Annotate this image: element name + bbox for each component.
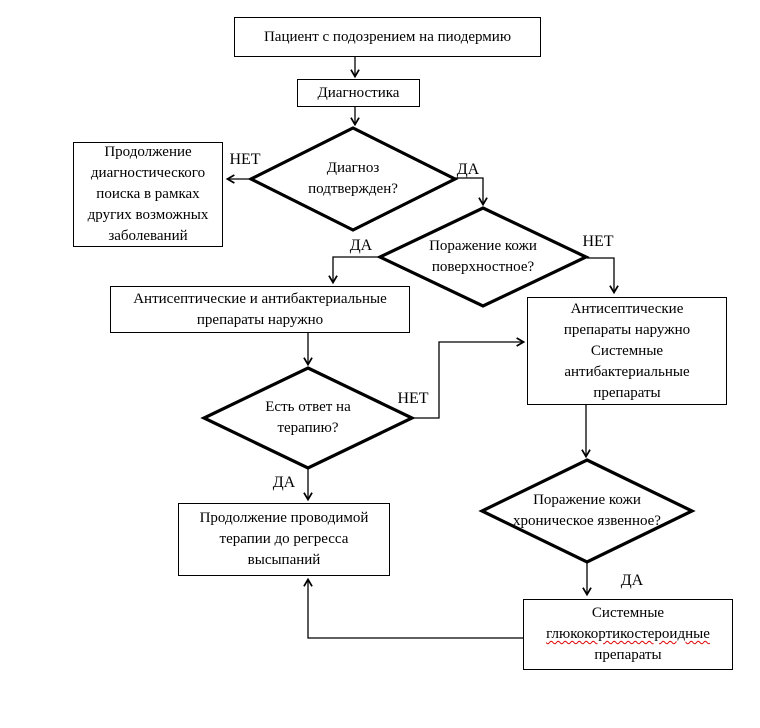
decision-chronic-ulcerative	[478, 458, 696, 564]
node-systemic-therapy-line: Системные	[590, 342, 664, 359]
edge-label-no-superficial: НЕТ	[582, 233, 614, 250]
node-continue-search-line: поиска в рамках	[96, 186, 200, 202]
decision-therapy-response-label: Есть ответ на терапию?	[265, 399, 351, 436]
node-systemic-therapy-line: Антисептические	[570, 300, 684, 317]
edge-label-no-response: НЕТ	[397, 390, 429, 407]
node-continue-search-line: заболеваний	[108, 228, 188, 244]
node-systemic-gcs: Системные глюкокортикостероидные препара…	[523, 599, 733, 670]
decision-diagnosis-confirmed-label: Диагноз подтвержден?	[308, 160, 398, 197]
node-patient-label: Пациент с подозрением на пиодермию	[263, 28, 512, 45]
node-topical-therapy-line: Антисептические и антибактериальные	[133, 290, 387, 307]
node-continue-search-line: Продолжение	[104, 144, 192, 160]
edge-label-yes-response: ДА	[272, 474, 296, 491]
node-systemic-therapy-line: препараты наружно	[563, 321, 691, 338]
node-systemic-gcs-line: препараты	[594, 647, 662, 663]
node-systemic-gcs-line-misspelled: глюкокортикостероидные	[546, 626, 710, 642]
node-topical-therapy: Антисептические и антибактериальные преп…	[110, 286, 410, 333]
decision-diagnosis-confirmed	[247, 126, 459, 232]
edge-no-response-to-systemic-therapy	[412, 337, 526, 419]
edge-label-no-diagnosis: НЕТ	[229, 151, 261, 168]
node-continue-search: Продолжение диагностического поиска в ра…	[73, 142, 223, 247]
decision-skin-superficial-label: Поражение кожи поверхностное?	[429, 238, 537, 275]
node-systemic-gcs-line: Системные	[591, 605, 665, 621]
node-systemic-therapy-line: препараты	[593, 384, 661, 401]
node-continue-therapy-line: терапии до регресса	[219, 531, 349, 547]
node-continue-therapy: Продолжение проводимой терапии до регрес…	[178, 503, 390, 576]
node-systemic-therapy: Антисептические препараты наружно Систем…	[527, 297, 727, 405]
node-continue-search-line: других возможных	[87, 207, 209, 223]
edge-gcs-to-continue-therapy	[303, 577, 523, 639]
node-topical-therapy-line: препараты наружно	[196, 311, 324, 328]
edge-label-yes-ulcerative: ДА	[620, 572, 644, 589]
node-diagnostics-label: Диагностика	[317, 84, 400, 101]
edge-label-yes-superficial: ДА	[349, 237, 373, 254]
decision-therapy-response	[200, 366, 416, 470]
edge-yes-to-skin-superficial	[455, 177, 488, 207]
node-systemic-therapy-line: антибактериальные	[564, 363, 690, 380]
edge-no-to-systemic-therapy	[587, 257, 619, 295]
decision-chronic-ulcerative-label: Поражение кожи хроническое язвенное?	[513, 492, 661, 529]
node-continue-therapy-line: Продолжение проводимой	[199, 510, 369, 526]
node-continue-therapy-line: высыпаний	[247, 552, 321, 568]
edge-yes-to-topical-therapy	[328, 256, 380, 285]
node-diagnostics: Диагностика	[297, 79, 420, 107]
decision-skin-superficial	[376, 206, 590, 308]
node-patient: Пациент с подозрением на пиодермию	[234, 17, 541, 57]
edge-label-yes-diagnosis: ДА	[456, 161, 480, 178]
node-continue-search-line: диагностического	[90, 165, 206, 181]
